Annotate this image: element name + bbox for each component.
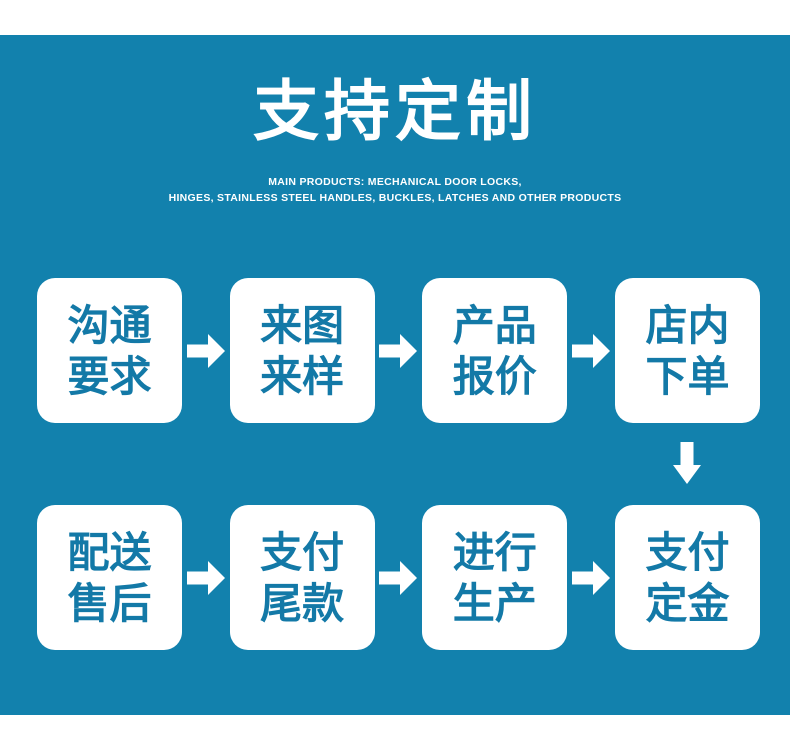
step-label-line: 店内 [645,301,730,349]
step-label-line: 尾款 [260,579,345,627]
step-pay-balance: 支付 尾款 [229,505,375,650]
arrow-right-icon [572,333,611,368]
flow-row-1: 沟通 要求 来图 来样 产品 报价 店内 下单 [0,278,790,423]
subtitle-line-1: MAIN PRODUCTS: MECHANICAL DOOR LOCKS, [268,176,522,188]
step-label-line: 定金 [645,579,730,627]
arrow-right-icon [572,560,611,595]
flow-row-2: 配送 售后 支付 尾款 进行 生产 支付 定金 [0,505,790,650]
step-pay-deposit: 支付 定金 [614,505,760,650]
step-product-quotation: 产品 报价 [422,278,568,423]
arrow-down-icon [673,442,701,484]
step-place-order-in-store: 店内 下单 [614,278,760,423]
step-label-line: 支付 [645,528,730,576]
step-label-line: 支付 [260,528,345,576]
step-delivery-after-sales: 配送 售后 [37,505,182,650]
subtitle: MAIN PRODUCTS: MECHANICAL DOOR LOCKS, HI… [0,174,790,206]
step-label-line: 来样 [260,352,345,400]
subtitle-line-2: HINGES, STAINLESS STEEL HANDLES, BUCKLES… [168,192,622,204]
arrow-right-icon [186,333,225,368]
step-label-line: 产品 [452,301,537,349]
step-communicate-requirements: 沟通 要求 [37,278,182,423]
arrow-right-icon [186,560,225,595]
step-label-line: 来图 [260,301,345,349]
arrow-right-icon [379,333,418,368]
blue-panel: 支持定制 MAIN PRODUCTS: MECHANICAL DOOR LOCK… [0,35,790,715]
step-label-line: 生产 [452,579,537,627]
step-label-line: 报价 [452,352,537,400]
step-label-line: 下单 [645,352,730,400]
step-label-line: 配送 [67,528,152,576]
arrow-right-icon [379,560,418,595]
step-production: 进行 生产 [422,505,568,650]
step-label-line: 进行 [452,528,537,576]
page-title: 支持定制 [253,74,537,148]
step-label-line: 售后 [67,579,152,627]
step-label-line: 要求 [67,352,152,400]
step-provide-drawings-samples: 来图 来样 [229,278,375,423]
step-label-line: 沟通 [67,301,152,349]
